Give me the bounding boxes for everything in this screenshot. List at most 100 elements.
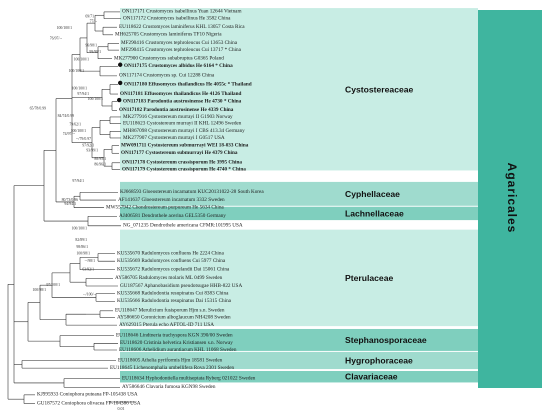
support-value: 100/100/1: [74, 58, 90, 62]
family-label-stephanosporaceae: Stephanosporaceae: [345, 335, 427, 345]
taxon-label: ON117177 Cystostereum submurrayi He 4379…: [121, 150, 238, 156]
taxon-label: MK277900 Crustomyces subabruptus G0365 P…: [114, 56, 224, 62]
taxon-label: ON117181 Effusomyces thailandicus He 412…: [120, 91, 242, 97]
family-label-hygrophoraceae: Hygrophoraceae: [345, 355, 413, 365]
taxon-label: KU535666 Radulodontia resupinatus Dai 15…: [117, 298, 232, 304]
support-value: 100/98/1: [76, 251, 90, 255]
family-label-pterulaceae: Pterulaceae: [345, 273, 393, 283]
support-value: 97/100/1: [46, 283, 60, 287]
taxon-label: MK277907 Cystostereum murrayi I G0517 US…: [123, 135, 225, 141]
taxon-label: EU118605 Athelia pyriformis Hjm 18581 Sw…: [118, 356, 223, 363]
new-species-marker-icon: [118, 80, 123, 86]
support-value: 84/74/0.99: [58, 114, 74, 118]
family-labels: CystostereaceaeCyphellaceaeLachnellaceae…: [345, 84, 427, 381]
taxon-label: AY629315 Pterula echo AFTOL-ID 711 USA: [119, 322, 214, 328]
order-label: Agaricales: [505, 163, 519, 234]
taxon-label: GU187567 Aphanobasidium pseudotsugae HHB…: [120, 283, 242, 289]
taxon-label: AY586646 Clavaria fumosa KGN98 Sweden: [122, 383, 216, 390]
taxon-label: GU187572 Coniophora olivacea FP-104386 U…: [37, 400, 141, 406]
support-value: 65/78/0.99: [30, 106, 46, 110]
taxon-label: KJ995933 Coniophora puteana FP-105438 US…: [37, 392, 138, 398]
family-band-cyphellaceae: [120, 181, 478, 206]
taxon-label: ON117171 Crustomyces isabellinus Yuan 12…: [122, 9, 242, 15]
taxon-label: KJ668593 Gloeostereum incarnatum KUC2013…: [120, 189, 264, 195]
taxon-label: NG_071235 Dendrothele americana CFMR:101…: [123, 223, 243, 229]
taxon-label: EU118620 Cristinia helvetica Kristiansen…: [120, 340, 233, 346]
taxon-label: EU118646 Lindtneria trachyspora KGN 390/…: [116, 332, 233, 338]
taxon-label: KU535668 Radulodontia resupinatus Cui 83…: [117, 290, 229, 296]
support-value: 97/94/1: [77, 92, 89, 96]
family-label-cystostereaceae: Cystostereaceae: [345, 84, 414, 94]
taxon-label: EU118622 Crustomyces laminiferus KHL 130…: [119, 23, 245, 30]
support-value: 100/100/1: [88, 97, 104, 101]
taxon-label: MF290415 Crustomyces tephroleucus Cui 13…: [121, 47, 242, 53]
taxon-label: MH867098 Cystostereum murrayi I CBS 413.…: [123, 128, 245, 134]
taxon-label: EU118623 Cystostereum murrayi II KHL 124…: [123, 120, 242, 126]
taxon-label: ON117179 Cystostereum crassisporum He 47…: [122, 166, 246, 172]
support-value: --/98/1: [85, 259, 95, 263]
scale-bar-label: 0.01: [118, 406, 125, 411]
support-value: 77/--: [90, 19, 98, 23]
support-value: 100/100/1: [69, 69, 85, 73]
support-value: 100/98/1: [32, 288, 46, 292]
taxon-label: ON117175 Crustomyces albidus He 6164 * C…: [124, 63, 233, 69]
taxon-label: MW091711 Cystostereum submurrayi WEI 18-…: [121, 142, 249, 148]
taxon-label: MW557942 Chondrostereum purpureum He 563…: [106, 204, 224, 210]
support-value: 96/98/1: [85, 43, 97, 47]
scale-bar: 0.01: [109, 401, 134, 411]
support-value: 76/97/--: [50, 37, 63, 41]
support-value: 94/94/1: [64, 202, 76, 206]
family-label-cyphellaceae: Cyphellaceae: [345, 189, 400, 199]
taxon-labels: ON117171 Crustomyces isabellinus Yuan 12…: [37, 9, 264, 407]
support-value: --/79/0.97: [76, 137, 91, 141]
new-species-marker-icon: [117, 97, 122, 103]
family-band-stephanosporaceae: [120, 328, 478, 351]
taxon-label: AY586650 Coronicium alboglaucum NH4208 S…: [117, 314, 231, 320]
order-band-rect: [478, 10, 542, 388]
family-band-clavariaceae: [120, 370, 478, 383]
family-band-hygrophoraceae: [120, 351, 478, 370]
taxon-label: ON117183 Parodontia austrosinense He 473…: [123, 98, 242, 104]
taxon-label: AJ406581 Dendrothele acerina GEL5350 Ger…: [119, 213, 226, 219]
support-value: 100/100/1: [71, 129, 87, 133]
taxon-label: ON117172 Crustomyces isabellinus He 3582…: [123, 15, 231, 21]
support-value: 82/89/1: [75, 238, 87, 242]
taxon-label: AY586705 Radulomyces molaris ML 0499 Swe…: [115, 275, 223, 281]
taxon-label: MK277916 Cystostereum murrayi II G1903 N…: [123, 114, 233, 120]
tree-branches: [7, 11, 121, 404]
support-value: 88/95/1: [94, 157, 106, 161]
support-value: 99/98/1: [89, 50, 101, 54]
taxon-label: EU118645 Lichenomphalia umbellifera Rova…: [110, 364, 235, 371]
taxon-label: MH625705 Crustomyces laminiferus TF10 Ni…: [115, 31, 222, 38]
family-label-lachnellaceae: Lachnellaceae: [345, 208, 404, 218]
taxon-label: ON117180 Effusomyces thailandicus He 405…: [124, 81, 252, 87]
support-value: 69/71: [85, 15, 94, 19]
support-value: 74/97/--: [63, 132, 76, 136]
support-value: 100/100/1: [72, 86, 88, 90]
support-values: 69/7177/-- 100/100/1 76/97/-- 96/98/1 99/98/…: [30, 15, 106, 297]
taxon-label: EU118606 Athelidium aurantiacum KHL 1106…: [119, 347, 237, 353]
support-value: 100/100/1: [72, 227, 88, 231]
family-band-cystostereaceae: [120, 8, 478, 171]
support-value: 79/62/1: [69, 123, 81, 127]
taxon-label: EU118634 Hyphodontiella multiseptata Ryb…: [122, 375, 256, 381]
taxon-label: MF290416 Crustomyces tephroleucus Cui 13…: [121, 40, 238, 46]
family-band-lachnellaceae: [120, 206, 478, 221]
support-value: 100/100/1: [57, 26, 73, 30]
support-value: --/100/--: [83, 293, 97, 297]
support-value: 86/96/1: [94, 163, 106, 167]
taxon-label: AF141637 Gloeostereum incarnatum 3332 Sw…: [118, 197, 225, 203]
new-species-marker-icon: [118, 62, 123, 67]
support-value: 97/94/1: [72, 179, 84, 183]
order-band: Agaricales: [478, 10, 542, 388]
family-bands: [120, 8, 478, 383]
taxon-label: KU535670 Radulomyces confluens He 2224 C…: [117, 249, 224, 256]
support-value: 98/86/1: [76, 245, 88, 249]
family-band-pterulaceae: [120, 229, 478, 327]
taxon-label: EU118647 Merulicium fusisporum Hjm s.n. …: [115, 307, 225, 314]
taxon-label: ON117174 Crustomyces sp. Cui 12288 China: [119, 73, 215, 79]
support-value: 80/73/0.96: [62, 198, 78, 202]
support-value: 63/92/1: [82, 268, 94, 272]
support-value: 97/92/1: [82, 144, 94, 148]
